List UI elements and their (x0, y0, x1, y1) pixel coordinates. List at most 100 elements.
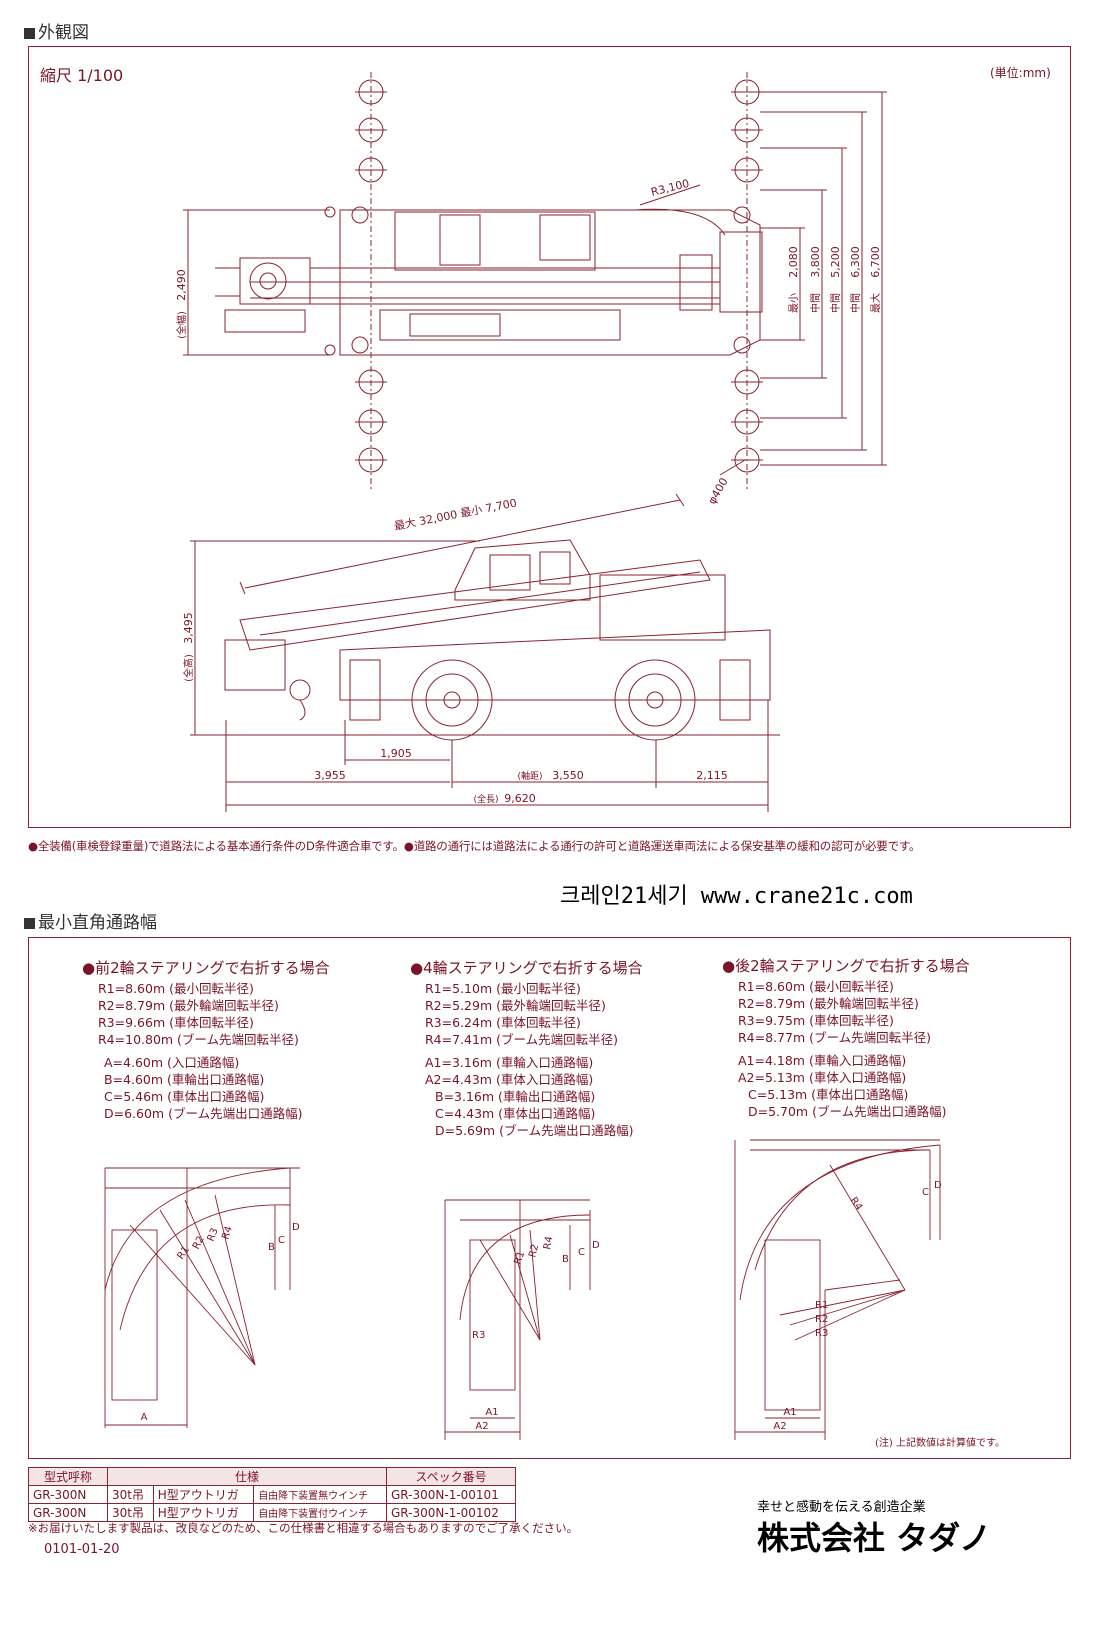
d2-label-R3: R3 (472, 1330, 485, 1341)
width-line: B=3.16m (車輪出口通路幅) (435, 1089, 596, 1104)
crane-side-view: 最大 32,000 最小 7,700 3,495 (全高) 1,905 3,95… (182, 493, 780, 812)
dim-height-label: (全高) (182, 654, 195, 682)
radius-line: R2=8.79m (最外輪端回転半径) (738, 996, 919, 1011)
diagram-front-steer (104, 1167, 300, 1428)
header-model: 型式呼称 (28, 1467, 108, 1486)
width-line: C=5.13m (車体出口通路幅) (748, 1087, 909, 1102)
d2-label-R2: R2 (527, 1243, 541, 1259)
dim-or-3-tag: 中間 (829, 293, 842, 313)
cell-spec-no: GR-300N-1-00102 (386, 1503, 516, 1522)
d1-label-R4: R4 (220, 1225, 235, 1241)
turning-diagrams: A B C D R1 R2 R3 R4 A1 A2 B C D R1 R2 R3… (104, 1139, 942, 1440)
case-rear-title: ●後2輪ステアリングで右折する場合 (722, 957, 970, 975)
width-line: D=5.69m (ブーム先端出口通路幅) (435, 1123, 634, 1138)
d1-label-A: A (141, 1412, 148, 1423)
radius-line: R2=5.29m (最外輪端回転半径) (425, 998, 606, 1013)
cell-capacity: 30t吊 (107, 1503, 154, 1522)
diagram-rear-steer (734, 1139, 941, 1440)
company-tagline: 幸せと感動を伝える創造企業 (757, 1500, 926, 1515)
cell-winch: 自由降下装置付ウインチ (253, 1503, 387, 1522)
width-line: A1=4.18m (車輪入口通路幅) (738, 1053, 907, 1068)
radius-line: R1=5.10m (最小回転半径) (425, 981, 581, 996)
case-4wheel-title: ●4輪ステアリングで右折する場合 (410, 959, 643, 977)
radius-line: R3=9.66m (車体回転半径) (98, 1015, 254, 1030)
width-line: D=5.70m (ブーム先端出口通路幅) (748, 1104, 947, 1119)
disclaimer: ※お届けいたします製品は、改良などのため、この仕様書と相違する場合もありますので… (28, 1521, 579, 1535)
radius-line: R2=8.79m (最外輪端回転半径) (98, 998, 279, 1013)
dim-width-label: (全幅) (175, 311, 188, 339)
width-line: A1=3.16m (車輪入口通路幅) (425, 1055, 594, 1070)
radius-line: R4=8.77m (ブーム先端回転半径) (738, 1030, 931, 1045)
width-line: A2=4.43m (車体入口通路幅) (425, 1072, 594, 1087)
dim-wheelbase: 3,550 (552, 769, 584, 782)
calc-note: (注) 上記数値は計算値です。 (875, 1438, 1005, 1449)
d2-label-A1: A1 (485, 1407, 498, 1418)
radius-line: R4=7.41m (ブーム先端回転半径) (425, 1032, 618, 1047)
table-row: GR-300N 30t吊 H型アウトリガ 自由降下装置付ウインチ GR-300N… (28, 1503, 516, 1522)
d2-label-D: D (592, 1240, 600, 1251)
d1-label-B: B (268, 1242, 275, 1253)
header-spec: 仕様 (107, 1467, 387, 1486)
radius-line: R1=8.60m (最小回転半径) (738, 979, 894, 994)
table-header-row: 型式呼称 仕様 スペック番号 (28, 1467, 516, 1486)
dim-1905: 1,905 (380, 747, 412, 760)
radius-line: R3=9.75m (車体回転半径) (738, 1013, 894, 1028)
case-front-title: ●前2輪ステアリングで右折する場合 (82, 959, 330, 977)
cell-model: GR-300N (28, 1485, 108, 1504)
dim-or-5-tag: 最大 (869, 293, 882, 313)
exterior-frame (28, 46, 1071, 828)
crane-top-view: 2,490 (全幅) R3,100 2,080 最小 3,800 中間 5,20… (175, 72, 887, 507)
section-title-corridor: 最小直角通路幅 (24, 908, 157, 933)
scale-label: 縮尺 1/100 (40, 66, 124, 85)
width-line: A=4.60m (入口通路幅) (104, 1055, 240, 1070)
dim-front: 3,955 (314, 769, 346, 782)
width-line: C=4.43m (車体出口通路幅) (435, 1106, 596, 1121)
doc-code: 0101-01-20 (44, 1542, 120, 1557)
d2-label-R1: R1 (512, 1250, 527, 1266)
dim-rear: 2,115 (696, 769, 728, 782)
unit-label: (単位:mm) (990, 66, 1051, 80)
dim-width: 2,490 (175, 269, 188, 301)
width-line: B=4.60m (車輪出口通路幅) (104, 1072, 265, 1087)
d1-label-R2: R2 (191, 1234, 207, 1251)
d3-label-R3: R3 (815, 1328, 828, 1339)
diagram-4wheel-steer (444, 1199, 591, 1440)
cell-winch: 自由降下装置無ウインチ (253, 1485, 387, 1504)
square-bullet-icon (24, 27, 35, 39)
dim-boom: 最大 32,000 最小 7,700 (393, 495, 518, 532)
case-front-values: R1=8.60m (最小回転半径) R2=8.79m (最外輪端回転半径) R3… (98, 980, 302, 1122)
d1-label-C: C (278, 1235, 285, 1246)
cell-outrigger: H型アウトリガ (152, 1503, 255, 1522)
d2-label-R4: R4 (542, 1236, 555, 1251)
dim-radius: R3,100 (650, 177, 691, 199)
table-row: GR-300N 30t吊 H型アウトリガ 自由降下装置無ウインチ GR-300N… (28, 1485, 516, 1504)
watermark-text: 크레인21세기 www.crane21c.com (560, 884, 913, 909)
d1-label-D: D (292, 1222, 300, 1233)
d3-label-C: C (922, 1187, 929, 1198)
d1-label-R3: R3 (206, 1227, 221, 1243)
dim-length: 9,620 (504, 792, 536, 805)
cell-outrigger: H型アウトリガ (152, 1485, 255, 1504)
corridor-frame (28, 937, 1071, 1459)
outrigger-pads-left (355, 72, 387, 490)
width-line: D=6.60m (ブーム先端出口通路幅) (104, 1106, 303, 1121)
dim-or-1: 2,080 (787, 246, 800, 278)
dim-wheelbase-label: (軸距) (517, 770, 542, 782)
dim-or-2: 3,800 (809, 246, 822, 278)
dim-or-4-tag: 中間 (849, 293, 862, 313)
cell-model: GR-300N (28, 1503, 108, 1522)
dim-or-5: 6,700 (869, 246, 882, 278)
radius-line: R1=8.60m (最小回転半径) (98, 981, 254, 996)
outrigger-pads-right (731, 72, 763, 490)
section-title-exterior: 外観図 (24, 18, 89, 43)
dim-or-4: 6,300 (849, 246, 862, 278)
d3-label-D: D (934, 1180, 942, 1191)
d3-label-R1: R1 (815, 1300, 828, 1311)
dim-or-1-tag: 最小 (788, 293, 800, 313)
width-line: C=5.46m (車体出口通路幅) (104, 1089, 265, 1104)
company-name: 株式会社 タダノ (757, 1519, 992, 1557)
d3-label-A2: A2 (773, 1421, 786, 1432)
dim-length-label: (全長) (473, 793, 498, 805)
width-line: A2=5.13m (車体入口通路幅) (738, 1070, 907, 1085)
radius-line: R4=10.80m (ブーム先端回転半径) (98, 1032, 299, 1047)
